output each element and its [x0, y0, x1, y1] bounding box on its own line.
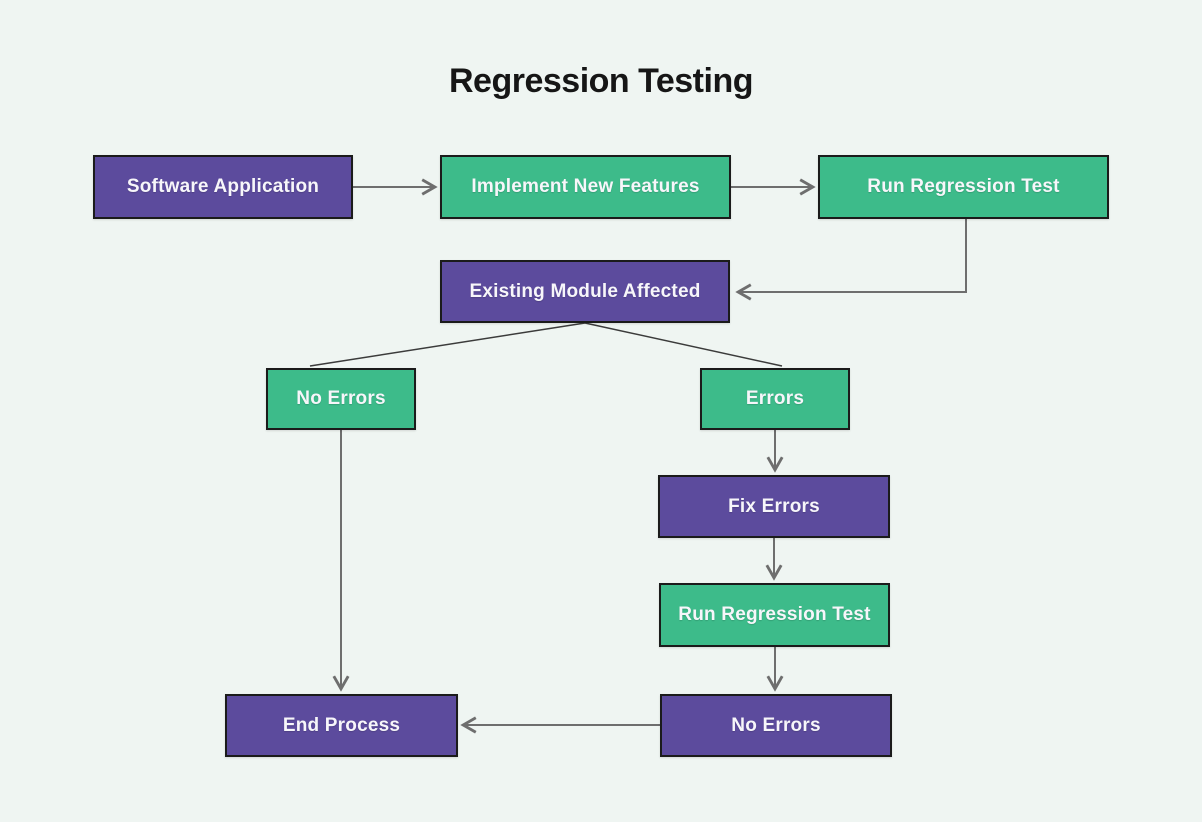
node-software-application-label: Software Application	[126, 176, 320, 197]
node-errors-branch-label: Errors	[745, 388, 805, 409]
node-implement-new-features-label: Implement New Features	[471, 176, 700, 197]
node-no-errors-branch-label: No Errors	[296, 388, 386, 409]
node-implement-new-features: Implement New Features	[440, 155, 731, 219]
edge-existing-module-affected-to-no-errors	[309, 322, 586, 367]
node-run-regression-test-top: Run Regression Test	[818, 155, 1109, 219]
node-run-regression-test-top-label: Run Regression Test	[867, 176, 1060, 197]
node-run-regression-test-retest-label: Run Regression Test	[678, 604, 871, 625]
node-existing-module-affected-label: Existing Module Affected	[469, 280, 701, 302]
node-no-errors-branch: No Errors	[266, 368, 416, 430]
node-run-regression-test-retest: Run Regression Test	[659, 583, 890, 647]
node-end-process: End Process	[225, 694, 458, 757]
node-no-errors-result-label: No Errors	[731, 714, 821, 736]
diagram-title: Regression Testing	[449, 62, 754, 100]
node-errors-branch: Errors	[700, 368, 850, 430]
node-software-application: Software Application	[93, 155, 353, 219]
edge-run-regression-test-to-existing-module-affected	[735, 219, 967, 301]
node-fix-errors: Fix Errors	[658, 475, 890, 538]
edge-existing-module-affected-to-errors	[584, 322, 783, 367]
node-no-errors-result: No Errors	[660, 694, 892, 757]
node-existing-module-affected: Existing Module Affected	[440, 260, 730, 323]
node-end-process-label: End Process	[282, 714, 401, 736]
node-fix-errors-label: Fix Errors	[728, 495, 820, 517]
